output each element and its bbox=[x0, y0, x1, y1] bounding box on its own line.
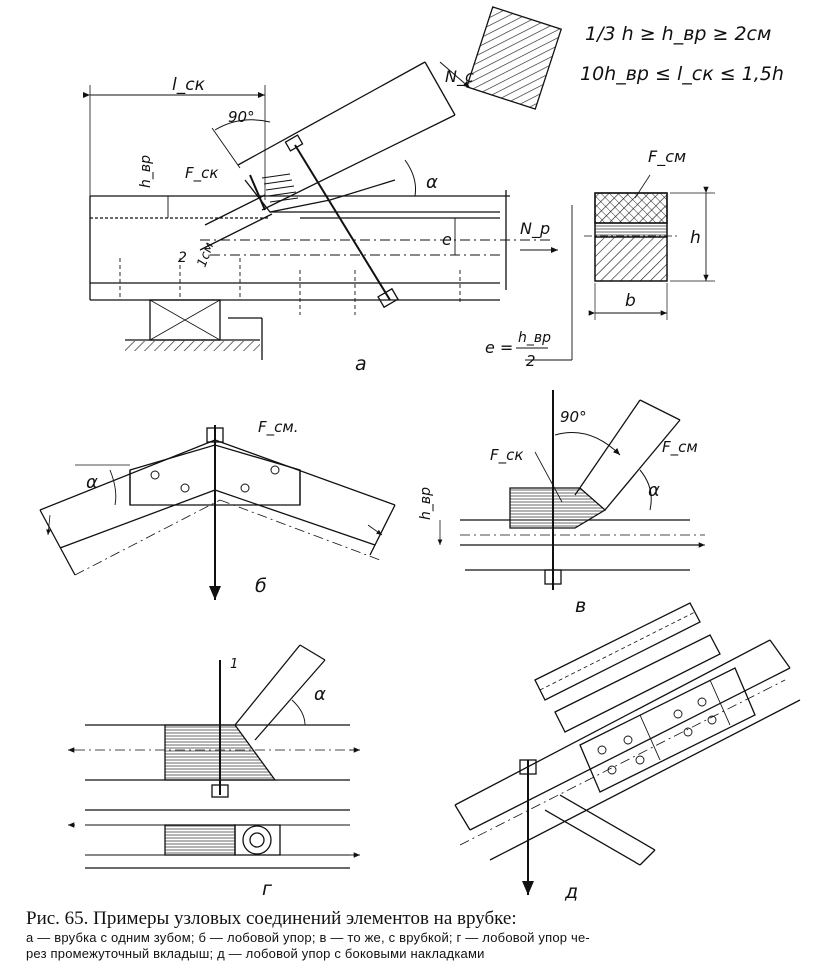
label-1cm: 1см bbox=[195, 240, 218, 269]
label-l-ck: l_ск bbox=[172, 75, 206, 95]
label-v-hbp: h_вр bbox=[418, 487, 434, 520]
e-eq-lhs: e = bbox=[485, 338, 513, 357]
caption-title: Рис. 65. Примеры узловых соединений элем… bbox=[26, 908, 517, 929]
panel-a-letter: а bbox=[355, 353, 367, 375]
label-v-fcm: F_см bbox=[662, 438, 698, 457]
label-nc: N_c bbox=[445, 67, 474, 87]
label-np: N_р bbox=[520, 219, 550, 239]
formula-2: 10h_вр ≤ l_ск ≤ 1,5h bbox=[580, 63, 784, 85]
formula-1: 1/3 h ≥ h_вр ≥ 2см bbox=[585, 23, 771, 45]
label-a-hbp: h_вр bbox=[138, 155, 154, 188]
label-h: h bbox=[690, 228, 701, 248]
panel-v-drawing bbox=[437, 390, 705, 590]
panel-b-drawing bbox=[39, 425, 396, 600]
rafter-section bbox=[465, 6, 563, 110]
panel-b-letter: б bbox=[255, 575, 267, 597]
label-b: b bbox=[625, 291, 636, 311]
label-a-fck: F_ск bbox=[185, 164, 218, 183]
label-g-alpha: α bbox=[314, 684, 326, 705]
label-v-fck: F_ск bbox=[490, 446, 523, 465]
label-b-alpha: α bbox=[86, 472, 98, 493]
label-v-90deg: 90° bbox=[560, 408, 587, 426]
beam-section bbox=[584, 174, 715, 320]
panel-g-drawing bbox=[68, 644, 360, 869]
caption-line-2: рез промежуточный вкладыш; д — лобовой у… bbox=[26, 946, 485, 961]
label-v-alpha: α bbox=[648, 480, 660, 501]
label-b-fcm: F_см. bbox=[258, 418, 298, 437]
panel-d-drawing bbox=[454, 602, 801, 895]
figure-drawing: 1/3 h ≥ h_вр ≥ 2см 10h_вр ≤ l_ск ≤ 1,5h … bbox=[39, 6, 801, 903]
label-e: e bbox=[442, 230, 452, 249]
label-a-fcm: F_см bbox=[648, 147, 686, 167]
e-eq-num: h_вр bbox=[518, 330, 551, 346]
label-two: 2 bbox=[178, 250, 187, 266]
e-eq-den: 2 bbox=[526, 352, 536, 370]
panel-d-letter: д bbox=[564, 881, 578, 903]
label-a-alpha: α bbox=[426, 172, 438, 193]
label-a-90deg: 90° bbox=[228, 108, 255, 126]
figure-caption: Рис. 65. Примеры узловых соединений элем… bbox=[26, 908, 806, 962]
panel-a-drawing bbox=[83, 61, 573, 361]
panel-g-letter: г bbox=[262, 878, 273, 900]
label-g-one: 1 bbox=[230, 657, 238, 672]
panel-v-letter: в bbox=[575, 595, 586, 617]
caption-line-1: а — врубка с одним зубом; б — лобовой уп… bbox=[26, 930, 590, 945]
